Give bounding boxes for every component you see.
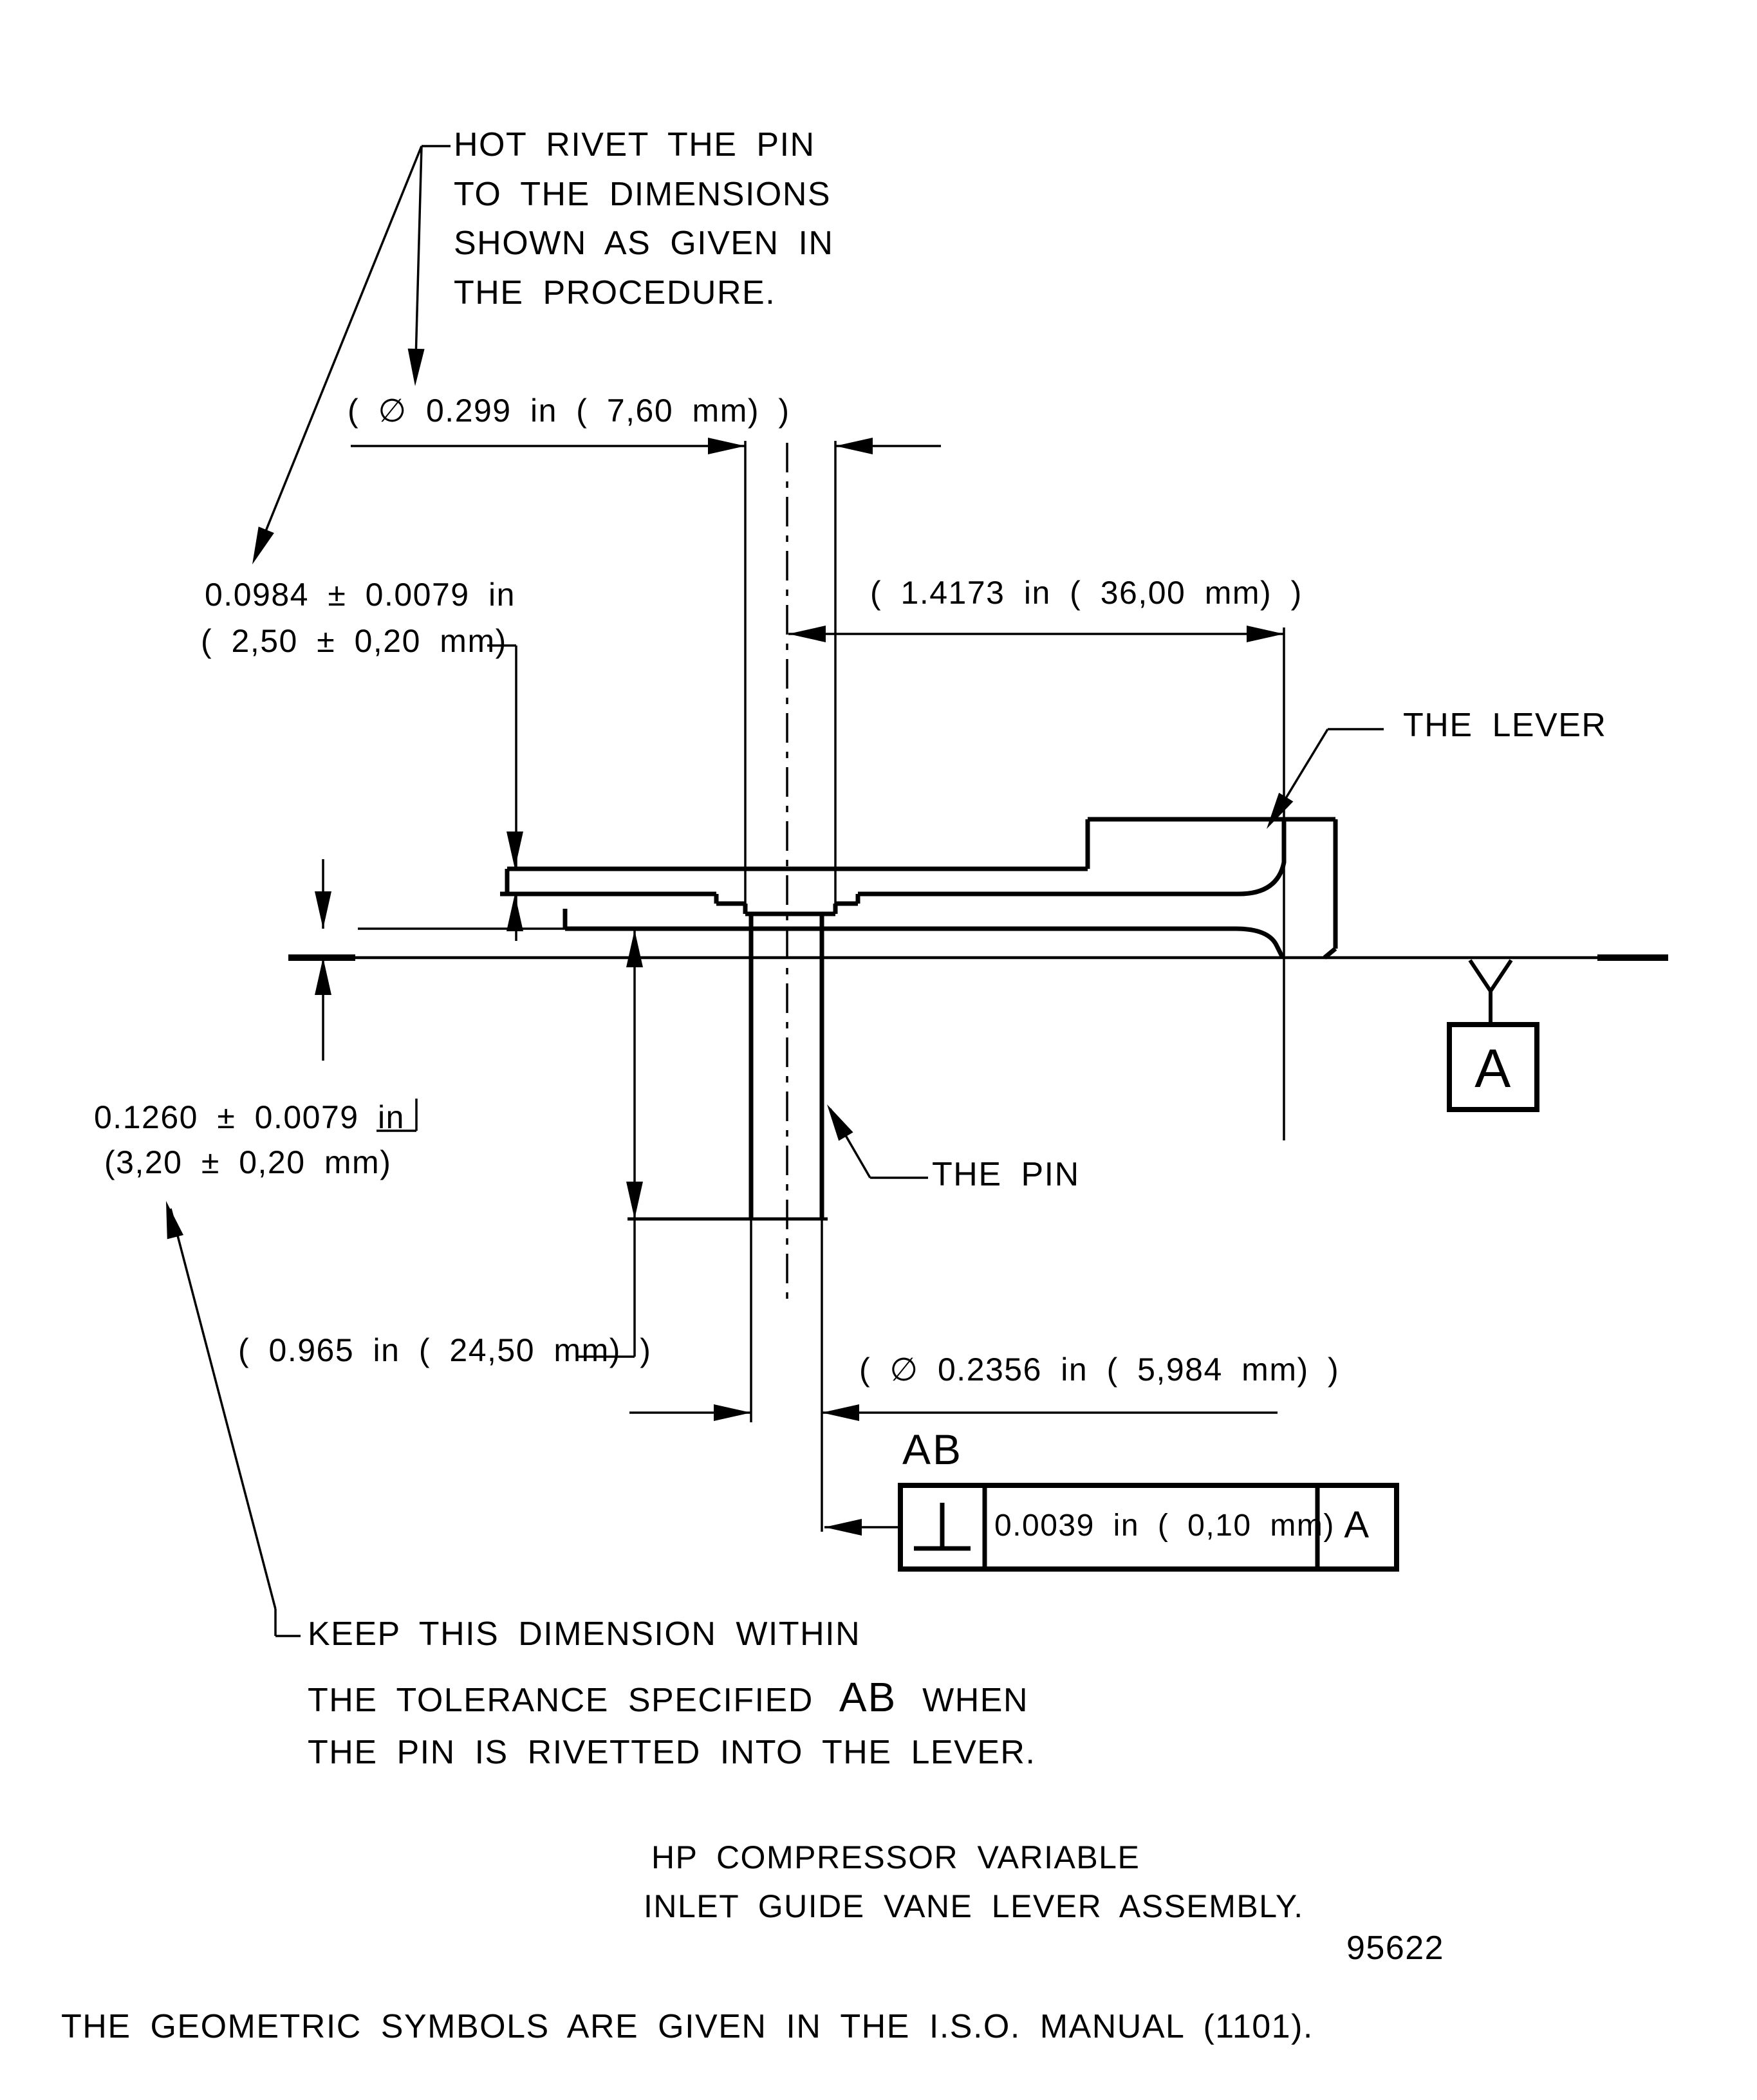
arrowheads: [166, 348, 1294, 1536]
keep-note-line1: KEEP THIS DIMENSION WITHIN: [308, 1615, 861, 1653]
lever-label: THE LEVER: [1403, 707, 1607, 744]
footer-note: THE GEOMETRIC SYMBOLS ARE GIVEN IN THE I…: [61, 2008, 1314, 2045]
arrow-shaft-dia-right: [822, 1404, 859, 1421]
pin-outline: [628, 904, 838, 1221]
keep-note-leader-d: [169, 1208, 277, 1610]
dim-pin-shaft-diameter-text: ( ∅ 0.2356 in ( 5,984 mm) ): [859, 1352, 1340, 1388]
arrow-rivet-short: [407, 348, 425, 386]
dim-lever-length-text: ( 1.4173 in ( 36,00 mm) ): [870, 575, 1303, 611]
rivet-note: HOT RIVET THE PIN TO THE DIMENSIONS SHOW…: [454, 127, 833, 310]
rivet-note-line: HOT RIVET THE PIN: [454, 126, 815, 163]
ab-reference-label: AB: [902, 1426, 963, 1473]
datum-symbol: [1447, 959, 1539, 1112]
dim-pin-head-diameter-text: ( ∅ 0.299 in ( 7,60 mm) ): [348, 393, 790, 429]
pin-label: THE PIN: [932, 1156, 1080, 1193]
fcf-border: [898, 1483, 1399, 1572]
arrow-lever-length-right: [1247, 626, 1284, 642]
lever-boss-right-chamfer: [1323, 947, 1337, 960]
fcf-tolerance-text: 0.0039 in ( 0,10 mm): [994, 1509, 1335, 1543]
drawing-number: 95622: [1346, 1929, 1445, 1967]
arrow-fcf-pointer: [824, 1519, 862, 1536]
drawing-title-line1: HP COMPRESSOR VARIABLE: [651, 1839, 1140, 1875]
lever-outline: [500, 817, 1338, 960]
fcf-datum-ref-text: A: [1344, 1504, 1370, 1546]
arrow-pin-label: [827, 1104, 853, 1141]
arrow-pin-length-bottom: [626, 1182, 643, 1219]
arrow-lever-length-left: [788, 626, 826, 642]
rivet-note-leader-long: [255, 145, 423, 555]
dim-plate-offset-in-text: 0.1260 ± 0.0079 in: [94, 1099, 405, 1135]
rivet-note-line: THE PROCEDURE.: [454, 274, 776, 311]
dim-pin-length-text: ( 0.965 in ( 24,50 mm) ): [238, 1332, 652, 1368]
keep-note-line2-after: WHEN: [922, 1682, 1029, 1719]
centerlines: [288, 443, 1668, 1308]
datum-triangle-left: [1468, 959, 1492, 992]
rivet-note-line: TO THE DIMENSIONS: [454, 175, 832, 213]
rivet-note-line: SHOWN AS GIVEN IN: [454, 225, 834, 263]
plate-second-edge-right: [858, 819, 1287, 897]
keep-note-line2-before: THE TOLERANCE SPECIFIED: [308, 1682, 813, 1719]
arrow-head-height-top: [507, 832, 523, 869]
keep-note-ab-reference: AB: [839, 1674, 897, 1720]
arrow-head-dia-left: [708, 438, 745, 454]
rivet-note-leader-short: [414, 145, 423, 361]
keep-note-line2: THE TOLERANCE SPECIFIED AB WHEN: [308, 1674, 1029, 1720]
arrow-shaft-dia-left: [714, 1404, 751, 1421]
datum-triangle-right: [1489, 959, 1513, 992]
dim-head-height-in-text: 0.0984 ± 0.0079 in: [205, 577, 516, 613]
arrow-plate-offset-bottom: [315, 958, 331, 995]
keep-note-line3: THE PIN IS RIVETTED INTO THE LEVER.: [308, 1734, 1036, 1771]
arrow-head-height-bottom: [507, 894, 523, 931]
perpendicularity-icon: [914, 1503, 971, 1551]
arrow-plate-offset-top: [315, 891, 331, 929]
arrow-lever-label: [1267, 792, 1294, 829]
arrow-head-dia-right: [835, 438, 873, 454]
plate-underside-edge: [565, 926, 1285, 959]
dim-plate-offset-mm-text: (3,20 ± 0,20 mm): [104, 1144, 392, 1180]
datum-box: [1447, 1022, 1539, 1112]
arrow-keep-note: [166, 1201, 183, 1240]
arrow-rivet-long: [252, 526, 274, 564]
datum-label: A: [1474, 1038, 1512, 1099]
feature-control-frame: [898, 1483, 1399, 1572]
drawing-title-line2: INLET GUIDE VANE LEVER ASSEMBLY.: [644, 1888, 1304, 1924]
arrow-pin-length-top: [626, 930, 643, 967]
dim-head-height-mm-text: ( 2,50 ± 0,20 mm): [201, 623, 507, 659]
